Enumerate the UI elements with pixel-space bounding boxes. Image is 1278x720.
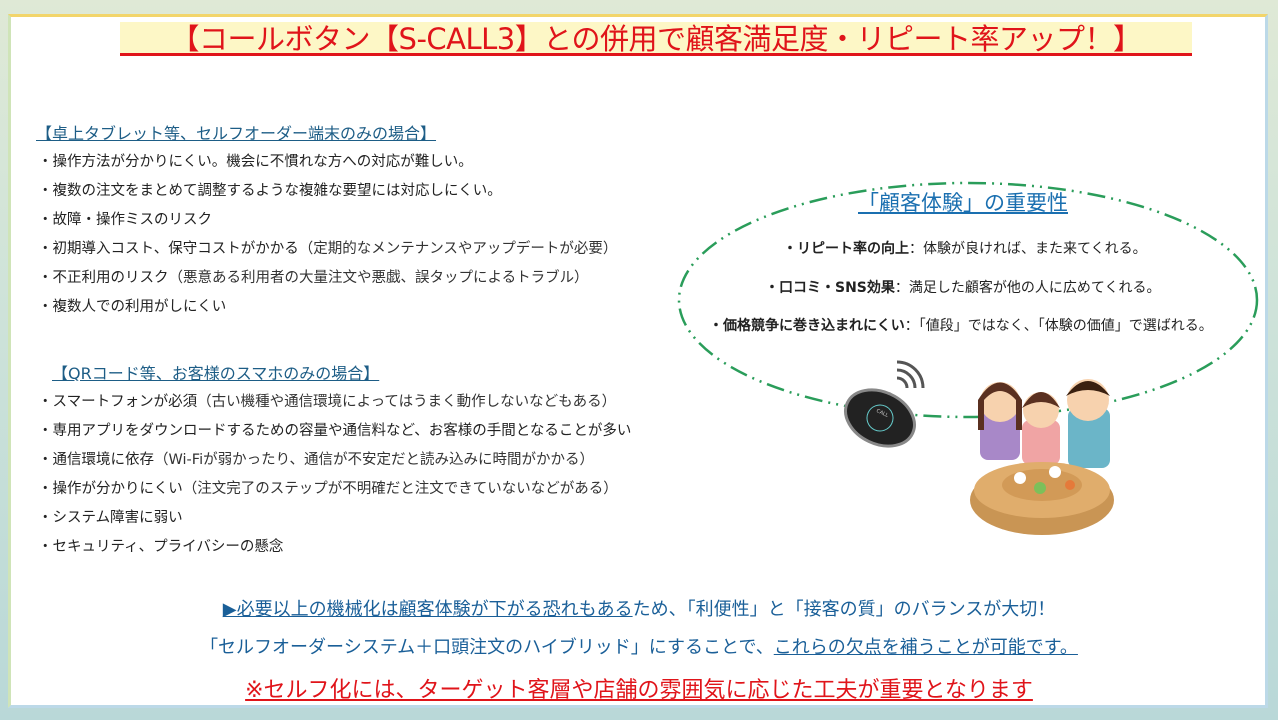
experience-item: ・口コミ・SNS効果：満足した顧客が他の人に広めてくれる。 [765, 277, 1160, 297]
item-text: ・故障・操作ミスのリスク [38, 212, 212, 228]
bottom-line-1-emphasis: ▶必要以上の機械化は顧客体験が下がる恐れもある [222, 599, 633, 620]
experience-heading: 「顧客体験」の重要性 [858, 191, 1068, 215]
bottom-line-1-rest: ため、「利便性」と「接客の質」のバランスが大切！ [632, 599, 1056, 620]
qr-section-heading: 【QRコード等、お客様のスマホのみの場合】 [52, 364, 380, 383]
experience-item-text: ：満足した顧客が他の人に広めてくれる。 [894, 280, 1161, 296]
bottom-line-1: ▶必要以上の機械化は顧客体験が下がる恐れもあるため、「利便性」と「接客の質」のバ… [0, 595, 1278, 621]
experience-item-label: ・口コミ・SNS効果 [765, 280, 895, 296]
experience-item-label: ・リピート率の向上 [783, 241, 909, 257]
list-item: ・操作方法が分かりにくい。機会に不慣れな方への対応が難しい。 [38, 150, 473, 171]
list-item: ・複数の注文をまとめて調整するような複雑な要望には対応しにくい。 [38, 179, 502, 200]
item-text: ・通信環境に依存 [38, 452, 154, 468]
item-text: ・操作が分かりにくい [38, 481, 183, 497]
call-button-label: CALL [875, 408, 889, 419]
list-item: ・スマートフォンが必須（古い機種や通信環境によってはうまく動作しないなどもある） [38, 390, 616, 411]
experience-item: ・価格競争に巻き込まれにくい：「値段」ではなく、「体験の価値」で選ばれる。 [709, 315, 1213, 335]
list-item: ・システム障害に弱い [38, 506, 183, 527]
list-item: ・セキュリティ、プライバシーの懸念 [38, 535, 283, 556]
item-note: （注文完了のステップが不明確だと注文できていないなどがある） [182, 481, 618, 497]
slide-panel [8, 14, 1268, 708]
item-text: ・複数の注文をまとめて調整するような複雑な要望には対応しにくい。 [38, 183, 502, 199]
item-text: ・操作方法が分かりにくい。機会に不慣れな方への対応が難しい。 [38, 154, 473, 170]
experience-item: ・リピート率の向上：体験が良ければ、また来てくれる。 [783, 238, 1147, 258]
bottom-line-2-start: 「セルフオーダーシステム＋口頭注文のハイブリッド」にすることで、 [200, 637, 774, 658]
experience-item-text: ：「値段」ではなく、「体験の価値」で選ばれる。 [904, 318, 1213, 334]
list-item: ・故障・操作ミスのリスク [38, 208, 212, 229]
list-item: ・複数人での利用がしにくい [38, 295, 226, 316]
list-item: ・不正利用のリスク（悪意ある利用者の大量注文や悪戯、誤タップによるトラブル） [38, 266, 589, 287]
item-note: （悪意ある利用者の大量注文や悪戯、誤タップによるトラブル） [168, 270, 589, 286]
bottom-note: ※セルフ化には、ターゲット客層や店舗の雰囲気に応じた工夫が重要となります [245, 678, 1033, 703]
item-note: （古い機種や通信環境によってはうまく動作しないなどもある） [197, 394, 617, 410]
family-dining-illustration [970, 379, 1114, 535]
item-text: ・スマートフォンが必須 [38, 394, 198, 410]
slide-title: 【コールボタン【S-CALL3】との併用で顧客満足度・リピート率アップ！】 [120, 22, 1192, 56]
call-button-image: CALL [844, 388, 916, 448]
list-item: ・初期導入コスト、保守コストがかかる（定期的なメンテナンスやアップデートが必要） [38, 237, 617, 258]
experience-item-text: ：体験が良ければ、また来てくれる。 [909, 241, 1147, 257]
item-text: ・複数人での利用がしにくい [38, 299, 227, 315]
item-text: ・初期導入コスト、保守コストがかかる [38, 241, 299, 257]
bottom-line-2-emphasis: これらの欠点を補うことが可能です。 [773, 637, 1078, 658]
item-note: （定期的なメンテナンスやアップデートが必要） [298, 241, 618, 257]
item-text: ・セキュリティ、プライバシーの懸念 [38, 539, 284, 555]
list-item: ・操作が分かりにくい（注文完了のステップが不明確だと注文できていないなどがある） [38, 477, 618, 498]
item-text: ・専用アプリをダウンロードするための容量や通信料など、お客様の手間となることが多… [38, 423, 632, 439]
list-item: ・通信環境に依存（Wi-Fiが弱かったり、通信が不安定だと読み込みに時間がかかる… [38, 448, 594, 469]
list-item: ・専用アプリをダウンロードするための容量や通信料など、お客様の手間となることが多… [38, 419, 631, 440]
wifi-signal-icon [896, 360, 925, 389]
bottom-line-2: 「セルフオーダーシステム＋口頭注文のハイブリッド」にすることで、これらの欠点を補… [0, 633, 1278, 659]
item-text: ・システム障害に弱い [38, 510, 183, 526]
experience-item-label: ・価格競争に巻き込まれにくい [709, 318, 905, 334]
tablet-section-heading: 【卓上タブレット等、セルフオーダー端末のみの場合】 [36, 124, 437, 143]
item-note: （Wi-Fiが弱かったり、通信が不安定だと読み込みに時間がかかる） [154, 452, 595, 468]
item-text: ・不正利用のリスク [38, 270, 169, 286]
